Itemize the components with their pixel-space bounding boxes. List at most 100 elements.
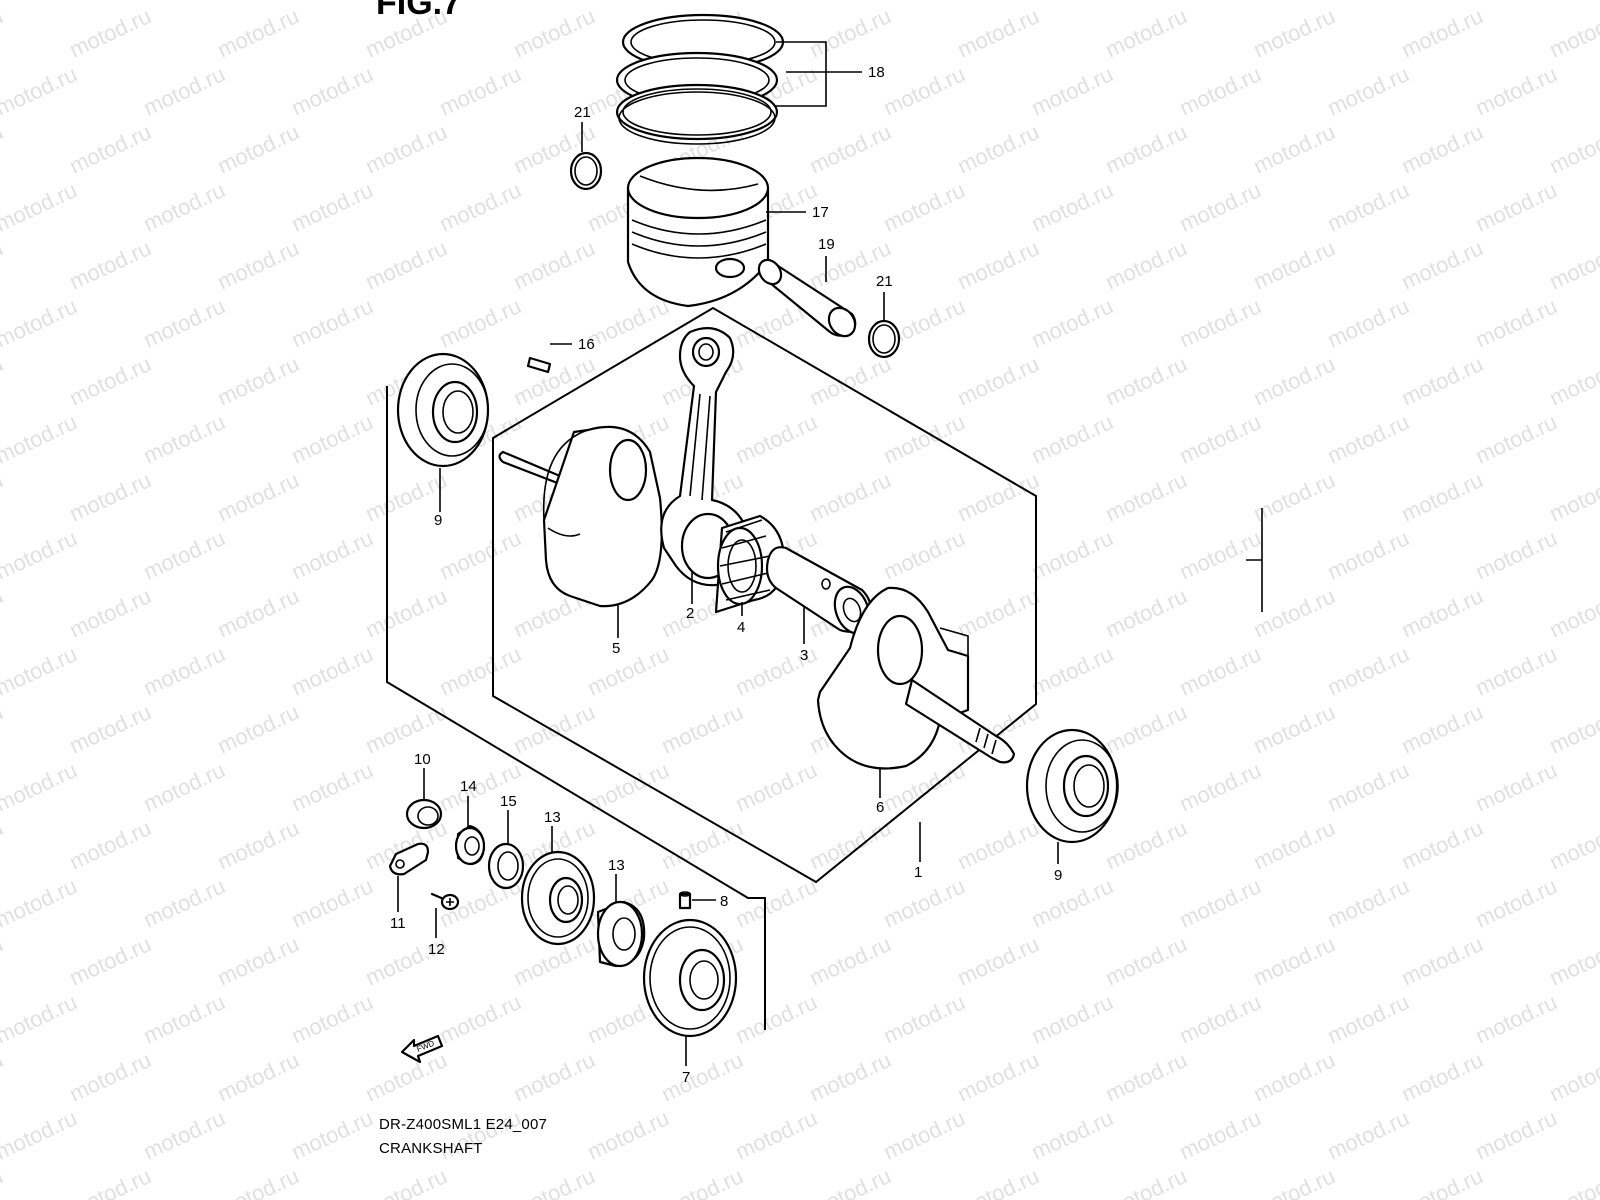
watermark-text: motod.ru <box>658 815 747 874</box>
watermark-text: motod.ru <box>1176 177 1265 236</box>
watermark-text: motod.ru <box>436 525 525 584</box>
watermark-text: motod.ru <box>732 989 821 1048</box>
needle-bearing[interactable] <box>714 514 786 614</box>
watermark-text: motod.ru <box>0 177 81 236</box>
watermark-text: motod.ru <box>1546 583 1600 642</box>
watermark-text: motod.ru <box>584 293 673 352</box>
spacer[interactable] <box>454 824 486 866</box>
watermark-text: motod.ru <box>0 1105 81 1164</box>
watermark-text: motod.ru <box>1324 177 1413 236</box>
bearing-right[interactable] <box>1025 728 1119 844</box>
callouts: 18 21 17 19 21 16 9 5 2 4 3 6 1 9 10 14 … <box>390 64 1062 1086</box>
bush[interactable] <box>405 798 443 830</box>
circlip-left[interactable] <box>569 151 603 191</box>
watermark-text: motod.ru <box>436 293 525 352</box>
watermark-text: motod.ru <box>658 699 747 758</box>
bearing-left[interactable] <box>396 352 490 468</box>
callout-9-right: 9 <box>1054 867 1062 884</box>
callout-3: 3 <box>800 647 808 664</box>
piston[interactable] <box>626 156 770 308</box>
bottom-end-bracket <box>386 386 766 1030</box>
watermark-text: motod.ru <box>954 235 1043 294</box>
watermark-text: motod.ru <box>510 235 599 294</box>
watermark-text: motod.ru <box>806 815 895 874</box>
watermark-text: motod.ru <box>1028 873 1117 932</box>
watermark-text: motod.ru <box>1546 699 1600 758</box>
watermark-text: motod.ru <box>1472 409 1561 468</box>
watermark-text: motod.ru <box>214 699 303 758</box>
screw[interactable] <box>430 892 460 911</box>
watermark-text: motod.ru <box>288 0 377 5</box>
watermark-text: motod.ru <box>1102 699 1191 758</box>
watermark-text: motod.ru <box>288 757 377 816</box>
watermark-text: motod.ru <box>214 467 303 526</box>
watermark-text: motod.ru <box>0 525 81 584</box>
watermark-text: motod.ru <box>1176 873 1265 932</box>
callout-16: 15 <box>500 793 517 810</box>
watermark-text: motod.ru <box>1176 989 1265 1048</box>
figure-title: FIG.7 <box>376 0 462 22</box>
watermark-text: motod.ru <box>66 235 155 294</box>
callout-8: 8 <box>720 893 728 910</box>
watermark-text: motod.ru <box>1250 3 1339 62</box>
watermark-text: motod.ru <box>1546 119 1600 178</box>
watermark-text: motod.ru <box>362 119 451 178</box>
watermark-text: motod.ru <box>584 641 673 700</box>
plate[interactable] <box>388 842 430 876</box>
watermark-text: motod.ru <box>806 1163 895 1200</box>
watermark-text: motod.ru <box>732 757 821 816</box>
watermark-text: motod.ru <box>510 1047 599 1106</box>
pin[interactable] <box>678 891 692 910</box>
watermark-text: motod.ru <box>0 989 81 1048</box>
watermark-text: motod.ru <box>1028 293 1117 352</box>
watermark-text: motod.ru <box>1250 467 1339 526</box>
callout-14: 13 <box>544 809 561 826</box>
watermark-text: motod.ru <box>880 177 969 236</box>
washer[interactable] <box>487 842 525 890</box>
key[interactable] <box>526 356 552 374</box>
watermark-text: motod.ru <box>66 583 155 642</box>
watermark-text: motod.ru <box>1398 119 1487 178</box>
watermark-text: motod.ru <box>436 0 525 5</box>
watermark-text: motod.ru <box>214 1163 303 1200</box>
watermark-text: motod.ru <box>0 119 7 178</box>
balancer-drive-gear[interactable] <box>520 850 596 946</box>
watermark-text: motod.ru <box>214 583 303 642</box>
piston-pin[interactable] <box>754 256 860 342</box>
watermark-text: motod.ru <box>1398 931 1487 990</box>
watermark-text: motod.ru <box>954 351 1043 410</box>
watermark-text: motod.ru <box>1028 61 1117 120</box>
watermark-text: motod.ru <box>954 815 1043 874</box>
callout-15: 14 <box>460 778 477 795</box>
leader-lines <box>397 41 1059 1066</box>
watermark-text: motod.ru <box>510 3 599 62</box>
watermark-text: motod.ru <box>954 1047 1043 1106</box>
callout-18: 17 <box>812 204 829 221</box>
watermark-text: motod.ru <box>0 61 81 120</box>
watermark-text: motod.ru <box>140 525 229 584</box>
circlip-right[interactable] <box>867 319 901 359</box>
watermark-text: motod.ru <box>954 1163 1043 1200</box>
one-way-clutch[interactable] <box>596 900 646 968</box>
watermark-text: motod.ru <box>880 989 969 1048</box>
watermark-text: motod.ru <box>806 931 895 990</box>
watermark-text: motod.ru <box>1102 1047 1191 1106</box>
crankshaft-assembly-frame <box>492 306 1037 884</box>
watermark-text: motod.ru <box>1324 525 1413 584</box>
primary-drive-gear[interactable] <box>642 918 738 1038</box>
watermark-text: motod.ru <box>1176 1105 1265 1164</box>
watermark-text: motod.ru <box>806 3 895 62</box>
watermark-text: motod.ru <box>880 525 969 584</box>
watermark-text: motod.ru <box>1102 1163 1191 1200</box>
watermark-text: motod.ru <box>1472 61 1561 120</box>
piston-ring-set[interactable] <box>615 13 785 145</box>
watermark-text: motod.ru <box>1176 293 1265 352</box>
watermark-text: motod.ru <box>806 119 895 178</box>
crank-web-left[interactable] <box>498 425 663 608</box>
watermark-text: motod.ru <box>288 873 377 932</box>
watermark-text: motod.ru <box>66 351 155 410</box>
crank-web-right[interactable] <box>816 586 1016 770</box>
watermark-text: motod.ru <box>880 409 969 468</box>
watermark-text: motod.ru <box>1324 0 1413 5</box>
